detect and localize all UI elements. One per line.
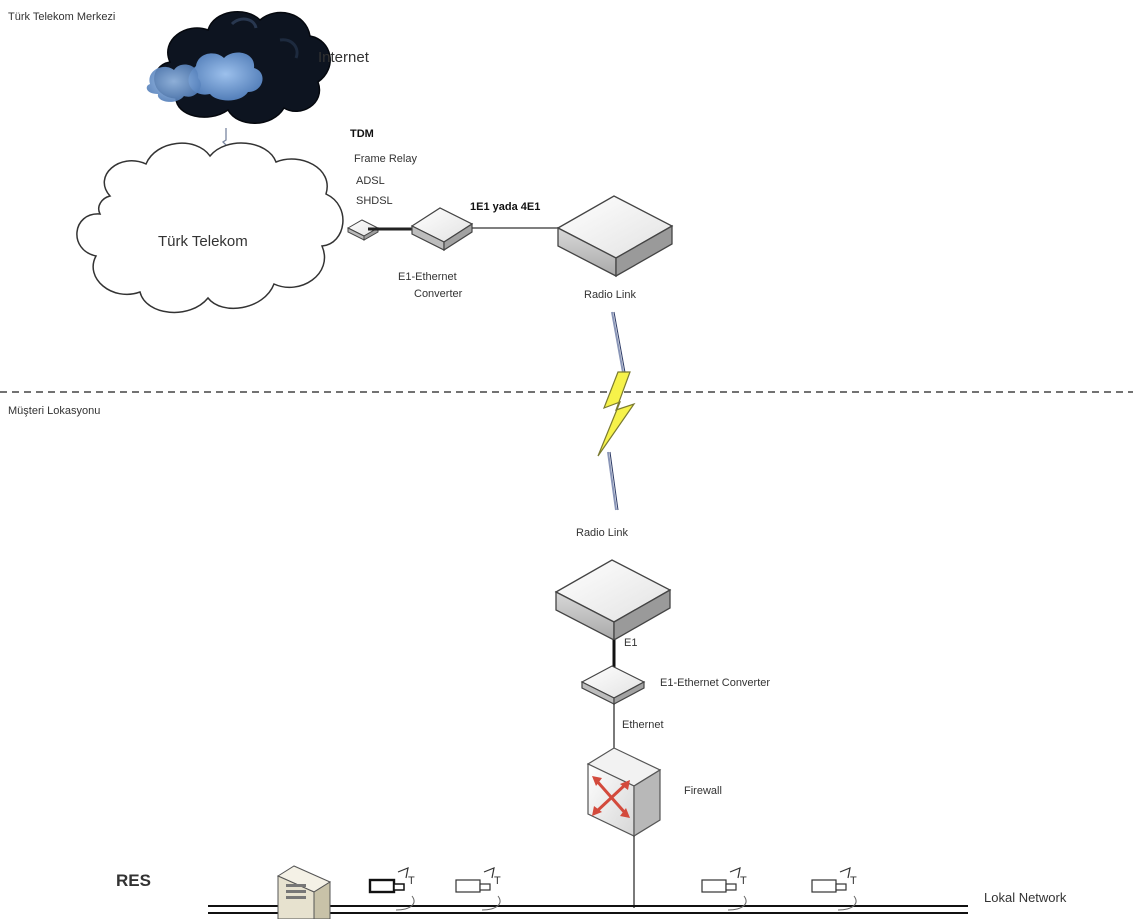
converter-top-label-line2: Converter <box>414 288 463 300</box>
frame-relay-label: Frame Relay <box>354 153 417 165</box>
wireless-link <box>607 311 627 511</box>
camera-label: T <box>408 875 415 887</box>
converter-top-icon <box>410 207 474 252</box>
converter-bottom-label: E1-Ethernet Converter <box>660 677 770 689</box>
lightning-icon <box>597 371 636 457</box>
camera-icon: T <box>455 867 501 911</box>
e1-option-label: 1E1 yada 4E1 <box>470 201 540 213</box>
lokal-network-bus <box>208 905 968 914</box>
adsl-label: ADSL <box>356 175 385 187</box>
camera-label: T <box>850 875 857 887</box>
firewall-icon <box>586 747 662 838</box>
camera-icon: T <box>368 867 415 911</box>
converter-bottom-icon <box>580 665 646 705</box>
ethernet-label: Ethernet <box>622 719 664 731</box>
res-label: RES <box>116 871 151 890</box>
radio-link-bottom-icon <box>554 559 672 642</box>
lokal-network-label: Lokal Network <box>984 890 1067 905</box>
tdm-label: TDM <box>350 128 374 140</box>
shdsl-label: SHDSL <box>356 195 393 207</box>
camera-label: T <box>494 875 501 887</box>
converter-top-label-line1: E1-Ethernet <box>398 271 457 283</box>
firewall-label: Firewall <box>684 785 722 797</box>
e1-label: E1 <box>624 637 637 649</box>
modem-icon <box>346 219 380 241</box>
server-icon <box>276 865 332 919</box>
zone-label-bottom: Müşteri Lokasyonu <box>8 405 100 417</box>
radio-link-top-icon <box>556 195 674 278</box>
radio-link-top-label: Radio Link <box>584 289 636 301</box>
camera-label: T <box>740 875 747 887</box>
radio-link-bottom-label: Radio Link <box>576 527 628 539</box>
turk-telekom-label: Türk Telekom <box>158 233 248 250</box>
internet-label: Internet <box>318 49 370 66</box>
camera-icon: T <box>701 867 747 911</box>
turk-telekom-cloud-icon <box>76 142 344 314</box>
zone-label-top: Türk Telekom Merkezi <box>8 11 115 23</box>
internet-cloud-icon <box>146 11 331 124</box>
camera-icon: T <box>811 867 857 911</box>
